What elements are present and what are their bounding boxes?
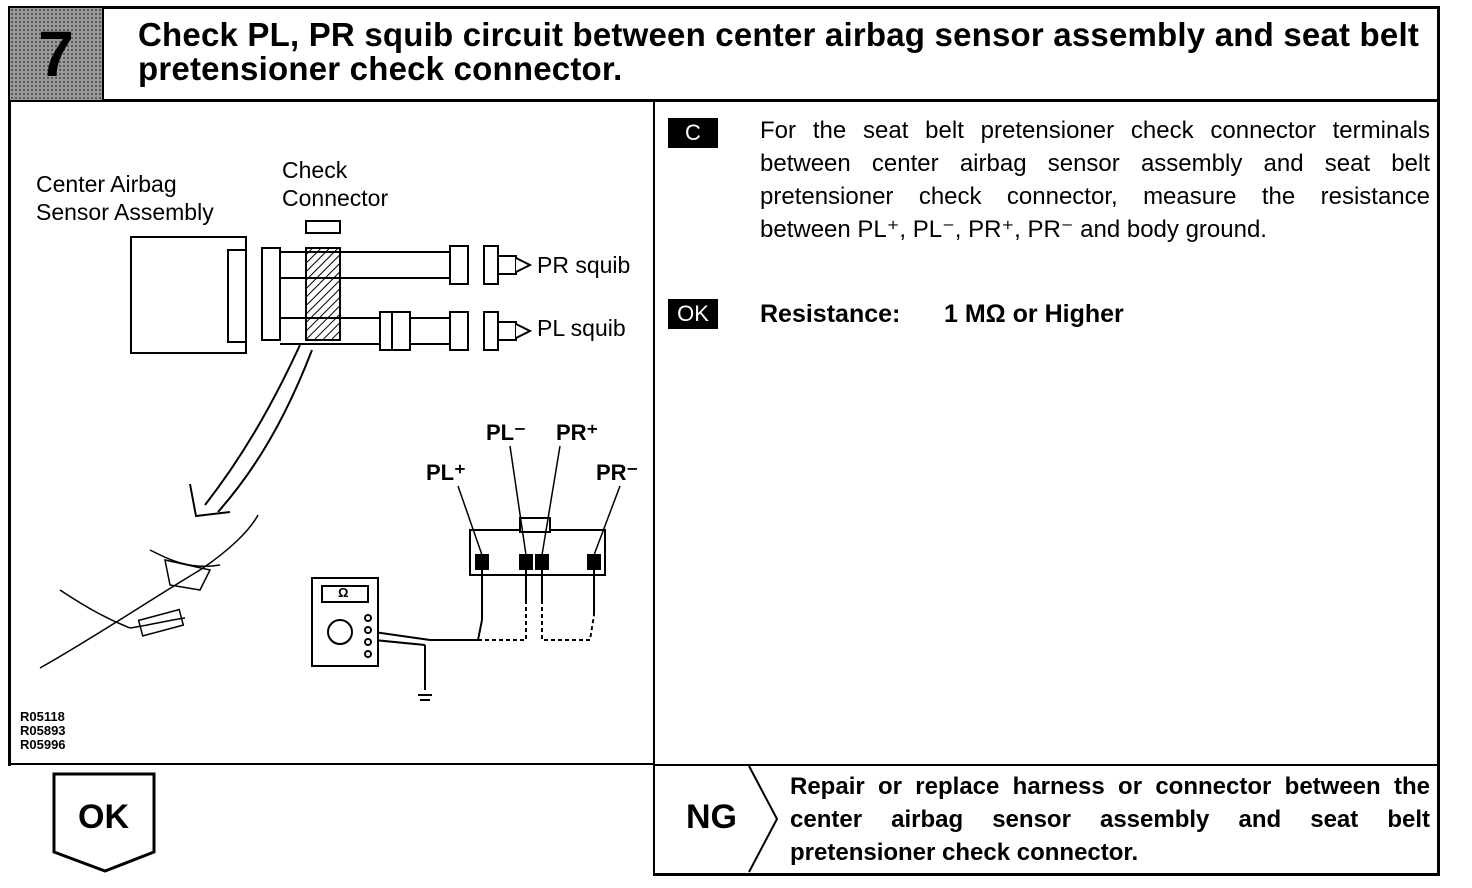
step-number: 7: [38, 18, 74, 90]
figure-code-1: R05118: [20, 709, 65, 724]
ohm-symbol: Ω: [338, 585, 349, 600]
pr-squib-label: PR squib: [537, 252, 631, 278]
step-number-box: 7: [10, 8, 102, 100]
diagram-bottom: [8, 763, 655, 765]
sensor-assembly: [130, 236, 247, 354]
sensor-label-1: Center Airbag: [36, 171, 177, 197]
ng-chevron: [748, 765, 779, 873]
pointer-arrow: [189, 344, 313, 518]
instruction-text: For the seat belt pretensioner check con…: [760, 117, 1430, 243]
ok-outcome-label: OK: [78, 798, 129, 836]
check-connector: [305, 247, 341, 341]
ok-arrow-box: [52, 772, 156, 873]
spec-label: Resistance:: [760, 300, 901, 328]
ng-outcome-label: NG: [686, 798, 737, 836]
frame-top: [8, 6, 1440, 9]
c-tag: C: [668, 118, 718, 148]
check-connector-label-2: Connector: [282, 185, 389, 211]
ng-divider: [653, 764, 1440, 766]
figure-code-2: R05893: [20, 723, 66, 738]
check-connector-symbol: [305, 220, 341, 234]
spec-value: 1 MΩ or Higher: [944, 300, 1124, 328]
step-title: Check PL, PR squib circuit between cente…: [138, 16, 1420, 87]
pl-squib-label: PL squib: [537, 315, 626, 341]
sensor-label-2: Sensor Assembly: [36, 199, 214, 225]
ok-tag: OK: [668, 299, 718, 329]
frame-left: [8, 6, 11, 766]
probe-leads: [373, 600, 595, 701]
wiring-diagram: [39, 220, 621, 701]
column-divider: [653, 100, 655, 875]
step-box-divider: [102, 6, 104, 102]
header-divider: [8, 99, 1440, 102]
check-connector-label-1: Check: [282, 157, 348, 183]
pr-minus-label: PR⁻: [596, 460, 639, 485]
connector-closeup: [457, 445, 621, 620]
frame-right: [1437, 6, 1440, 874]
pr-plus-label: PR⁺: [556, 420, 599, 445]
seat-belt-sketch: [39, 514, 259, 669]
figure-code-3: R05996: [20, 737, 66, 752]
pl-plus-label: PL⁺: [426, 460, 466, 485]
ng-action-text: Repair or replace harness or connector b…: [790, 773, 1430, 866]
frame-bottom-right: [653, 873, 1440, 876]
harness: [261, 245, 533, 351]
ohmmeter: [311, 577, 379, 667]
pl-minus-label: PL⁻: [486, 420, 526, 445]
